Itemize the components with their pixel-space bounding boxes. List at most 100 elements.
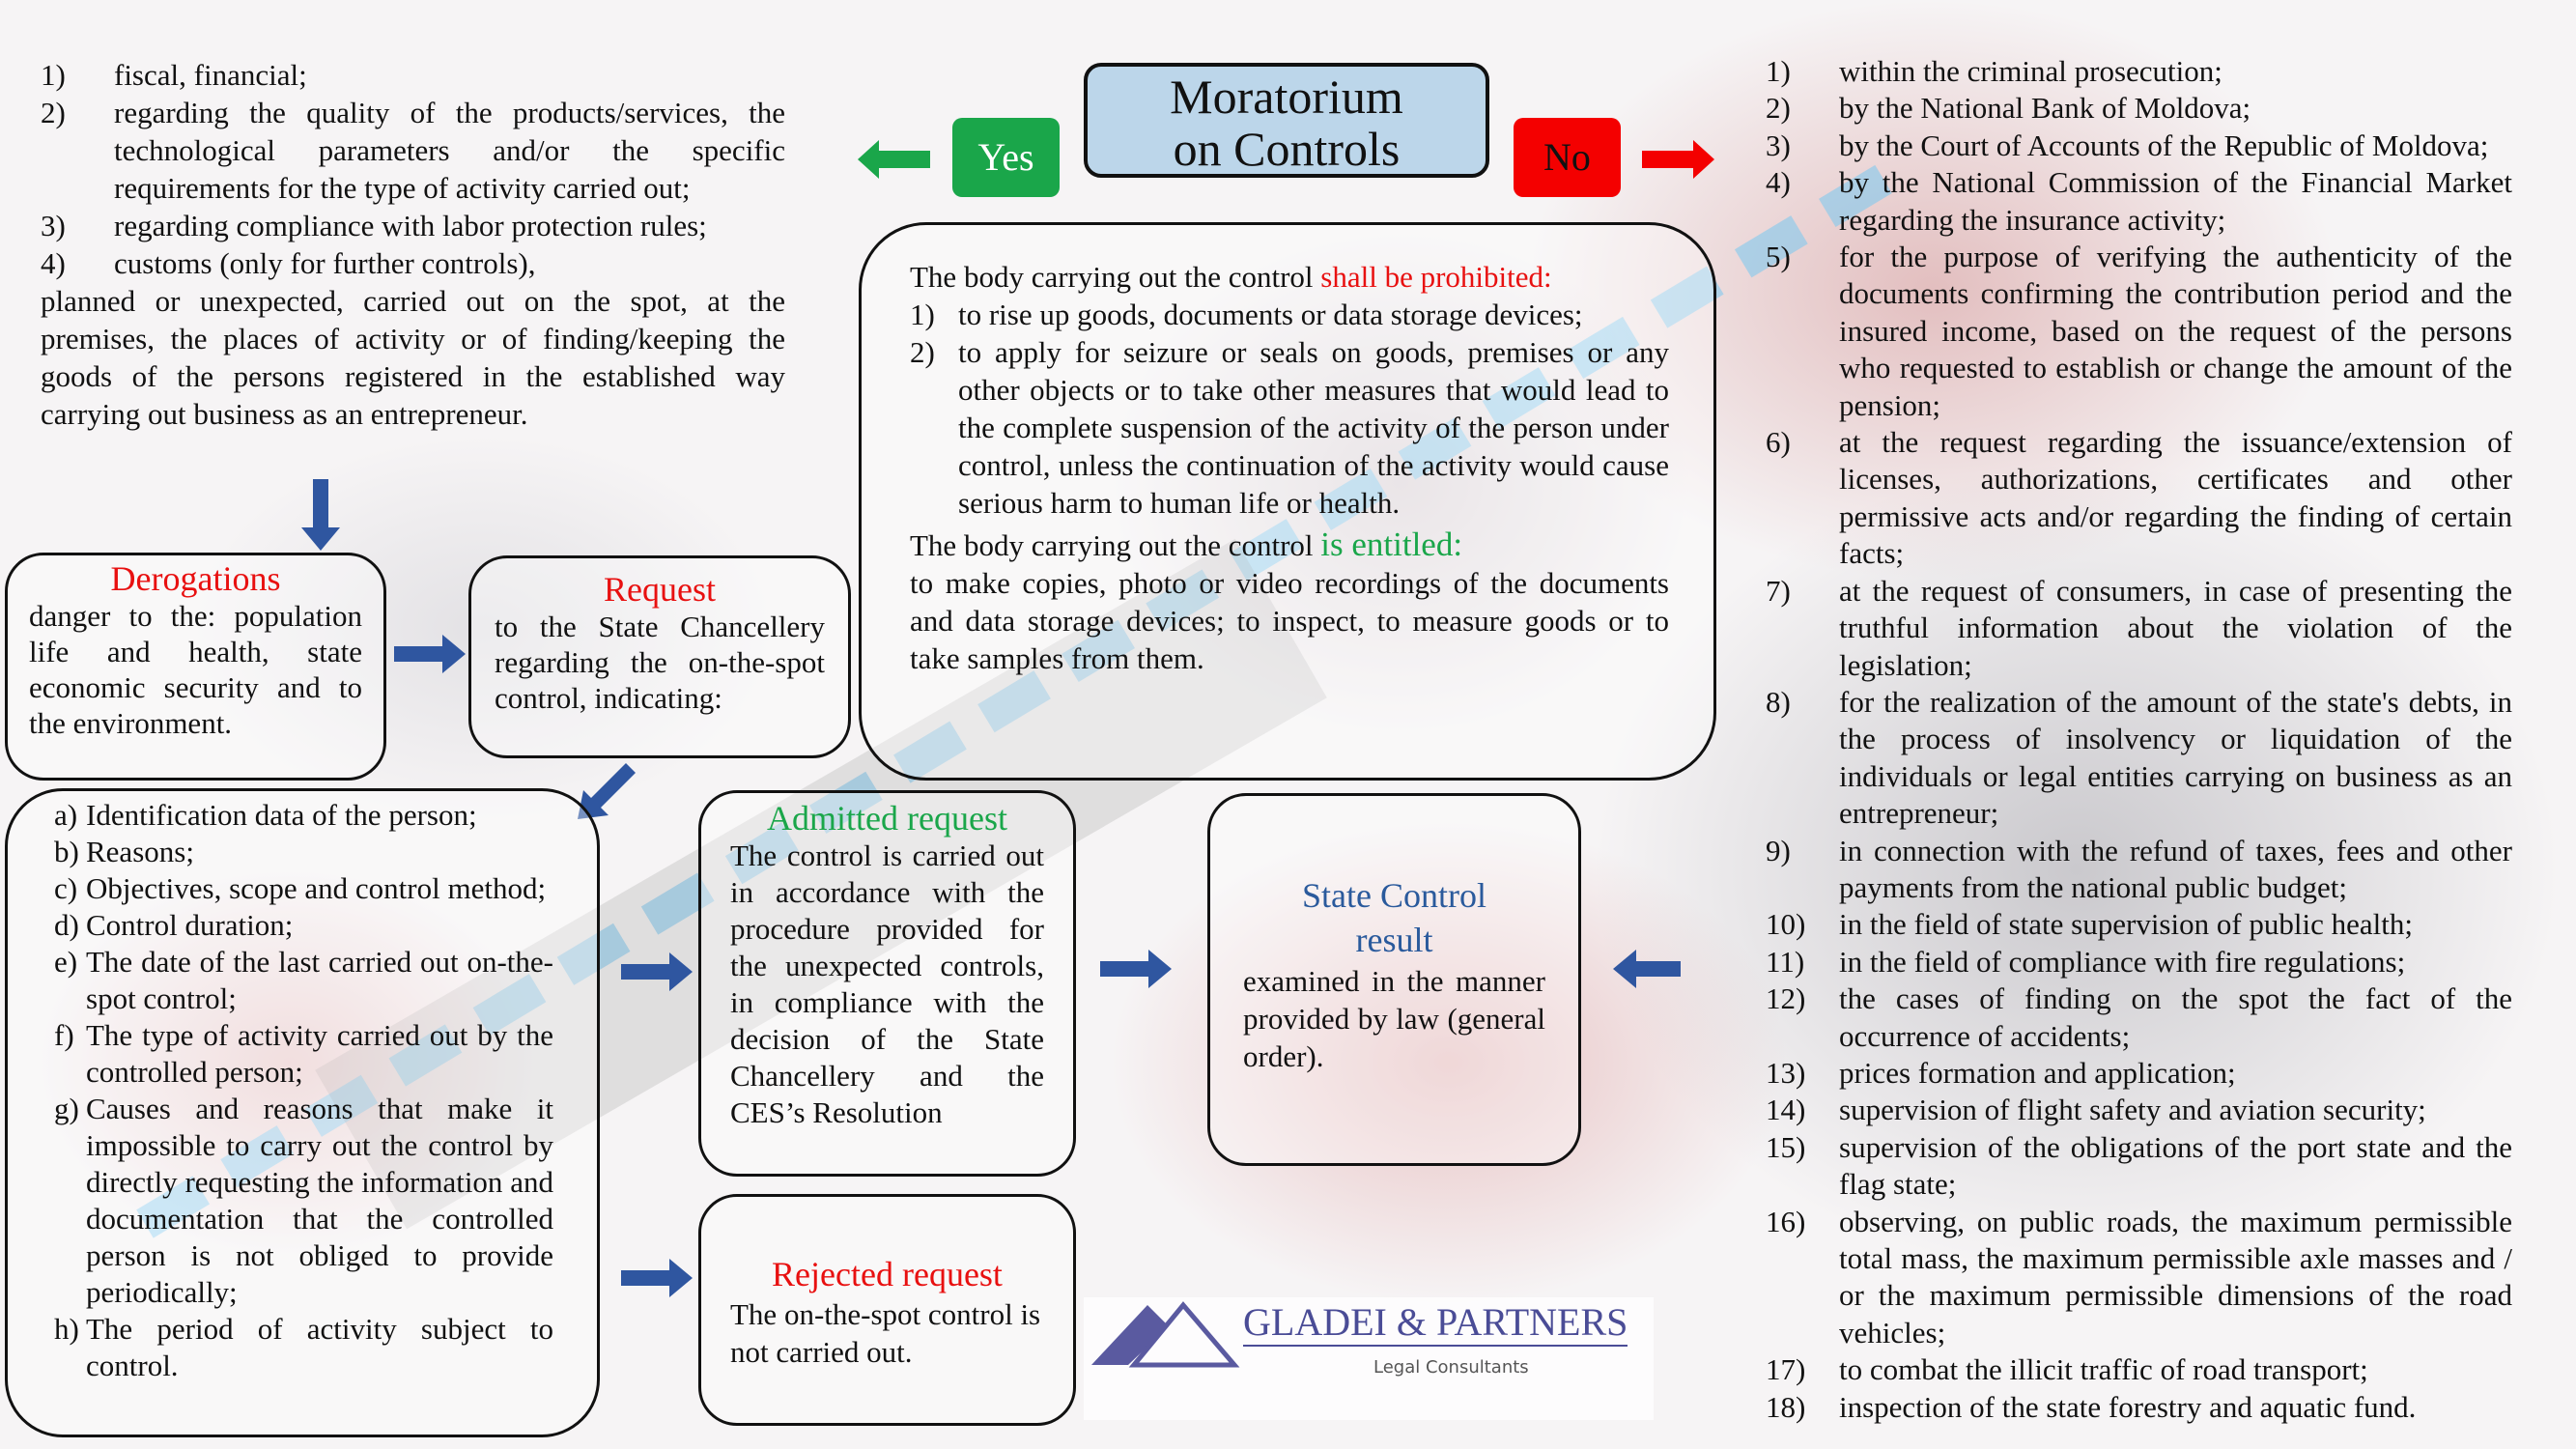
- request-items-box: a)Identification data of the person; b)R…: [5, 788, 600, 1437]
- item-number: 18): [1766, 1389, 1806, 1424]
- list-item: b)Reasons;: [54, 834, 553, 870]
- intro-text: The body carrying out the control: [910, 260, 1321, 294]
- prohibited-label: shall be prohibited:: [1320, 260, 1552, 294]
- item-text: The type of activity carried out by the …: [86, 1018, 553, 1089]
- list-item: 1) fiscal, financial;: [41, 56, 785, 94]
- item-letter: c): [54, 871, 78, 905]
- item-text: regarding the quality of the products/se…: [114, 96, 785, 205]
- item-text: within the criminal prosecution;: [1839, 54, 2222, 88]
- list-tail-text: planned or unexpected, carried out on th…: [41, 284, 785, 431]
- rejected-request-box: Rejected request The on-the-spot control…: [698, 1194, 1076, 1426]
- item-text: by the National Commission of the Financ…: [1839, 165, 2512, 237]
- item-text: supervision of the obligations of the po…: [1839, 1129, 2512, 1202]
- item-text: customs (only for further controls),: [114, 246, 536, 280]
- list-item: 2) by the National Bank of Moldova;: [1766, 90, 2512, 127]
- admitted-title: Admitted request: [767, 799, 1007, 838]
- list-item: 11) in the field of compliance with fire …: [1766, 944, 2512, 980]
- item-text: by the National Bank of Moldova;: [1839, 91, 2251, 126]
- list-item: 16)observing, on public roads, the maxim…: [1766, 1204, 2512, 1352]
- admitted-text: The control is carried out in accordance…: [730, 838, 1044, 1129]
- item-number: 7): [1766, 573, 1791, 608]
- item-text: fiscal, financial;: [114, 58, 307, 92]
- list-item: 2)to apply for seizure or seals on goods…: [910, 333, 1669, 522]
- title-line1: Moratorium: [1170, 70, 1403, 124]
- request-text: to the State Chancellery regarding the o…: [495, 610, 825, 715]
- logo-name: GLADEI & PARTNERS: [1243, 1299, 1628, 1347]
- item-number: 13): [1766, 1055, 1806, 1090]
- title-box: Moratorium on Controls: [1084, 63, 1489, 178]
- item-text: prices formation and application;: [1839, 1055, 2236, 1090]
- item-text: at the request regarding the issuance/ex…: [1839, 425, 2512, 571]
- result-text: examined in the manner provided by law (…: [1243, 964, 1545, 1073]
- item-number: 15): [1766, 1129, 1806, 1164]
- list-item: h)The period of activity subject to cont…: [54, 1311, 553, 1384]
- item-number: 1): [1766, 54, 1791, 88]
- list-item: d)Control duration;: [54, 907, 553, 944]
- item-text: in the field of compliance with fire reg…: [1839, 944, 2406, 979]
- derogations-text: danger to the: population life and healt…: [29, 599, 362, 740]
- item-text: inspection of the state forestry and aqu…: [1839, 1389, 2417, 1424]
- list-item: 12)the cases of finding on the spot the …: [1766, 980, 2512, 1055]
- item-number: 14): [1766, 1093, 1806, 1127]
- item-text: for the realization of the amount of the…: [1839, 684, 2512, 831]
- list-item: 8) for the realization of the amount of t…: [1766, 684, 2512, 833]
- prohibited-intro: The body carrying out the control shall …: [910, 258, 1669, 296]
- yes-badge: Yes: [952, 118, 1060, 197]
- item-text: in connection with the refund of taxes, …: [1839, 833, 2512, 904]
- derogations-title: Derogations: [110, 559, 281, 598]
- arrow-right-red-icon: [1642, 140, 1714, 179]
- item-number: 4): [41, 246, 66, 280]
- intro-text: The body carrying out the control: [910, 528, 1321, 562]
- item-number: 2): [41, 96, 66, 129]
- control-rules-box: The body carrying out the control shall …: [859, 222, 1716, 781]
- list-item: 18) inspection of the state forestry and …: [1766, 1389, 2512, 1426]
- list-item: a)Identification data of the person;: [54, 797, 553, 834]
- item-letter: b): [54, 835, 79, 868]
- gladei-partners-logo: GLADEI & PARTNERS Legal Consultants: [1084, 1297, 1654, 1420]
- item-letter: g): [54, 1092, 79, 1125]
- item-text: the cases of finding on the spot the fac…: [1839, 981, 2512, 1053]
- item-number: 8): [1766, 684, 1791, 719]
- list-item: 1)to rise up goods, documents or data st…: [910, 296, 1669, 333]
- item-number: 17): [1766, 1352, 1806, 1387]
- item-text: observing, on public roads, the maximum …: [1839, 1204, 2512, 1350]
- item-number: 2): [1766, 91, 1791, 126]
- exceptions-list: 1) within the criminal prosecution; 2) by t…: [1766, 53, 2512, 1426]
- list-item: 5) for the purpose of verifying the authe…: [1766, 239, 2512, 424]
- list-item: c)Objectives, scope and control method;: [54, 870, 553, 907]
- arrow-right-icon: [394, 635, 466, 673]
- arrow-down-icon: [301, 479, 340, 551]
- list-item: 3) regarding compliance with labor protec…: [41, 207, 785, 244]
- item-text: regarding compliance with labor protecti…: [114, 209, 707, 242]
- list-item: 17) to combat the illicit traffic of road…: [1766, 1351, 2512, 1388]
- item-number: 1): [41, 58, 66, 92]
- item-letter: h): [54, 1312, 79, 1346]
- list-item: 15) supervision of the obligations of the…: [1766, 1129, 2512, 1204]
- list-item: 4) customs (only for further controls),: [41, 244, 785, 282]
- item-number: 11): [1766, 944, 1805, 979]
- list-item: f)The type of activity carried out by th…: [54, 1017, 553, 1091]
- arrow-left-icon: [1613, 950, 1681, 988]
- item-number: 3): [41, 209, 66, 242]
- result-title: State Control result: [1302, 876, 1486, 959]
- entitled-label: is entitled:: [1320, 526, 1463, 563]
- item-text: Objectives, scope and control method;: [86, 871, 547, 905]
- item-text: Control duration;: [86, 908, 294, 942]
- logo-triangles-icon: [1091, 1301, 1240, 1368]
- item-number: 1): [910, 298, 935, 331]
- item-text: supervision of flight safety and aviatio…: [1839, 1093, 2426, 1127]
- list-item: 2) regarding the quality of the products/…: [41, 94, 785, 207]
- item-text: to apply for seizure or seals on goods, …: [958, 335, 1669, 520]
- item-text: in the field of state supervision of pub…: [1839, 907, 2414, 942]
- item-text: Reasons;: [86, 835, 194, 868]
- item-text: to combat the illicit traffic of road tr…: [1839, 1352, 2368, 1387]
- no-badge: No: [1514, 118, 1621, 197]
- item-number: 5): [1766, 240, 1791, 274]
- list-item: 6)at the request regarding the issuance/…: [1766, 424, 2512, 573]
- arrow-right-icon: [621, 952, 693, 991]
- rejected-title: Rejected request: [772, 1255, 1003, 1293]
- item-text: for the purpose of verifying the authent…: [1839, 240, 2512, 422]
- request-items-list: a)Identification data of the person; b)R…: [54, 797, 553, 1384]
- rejected-text: The on-the-spot control is not carried o…: [730, 1297, 1041, 1369]
- entitled-intro: The body carrying out the control is ent…: [910, 526, 1669, 564]
